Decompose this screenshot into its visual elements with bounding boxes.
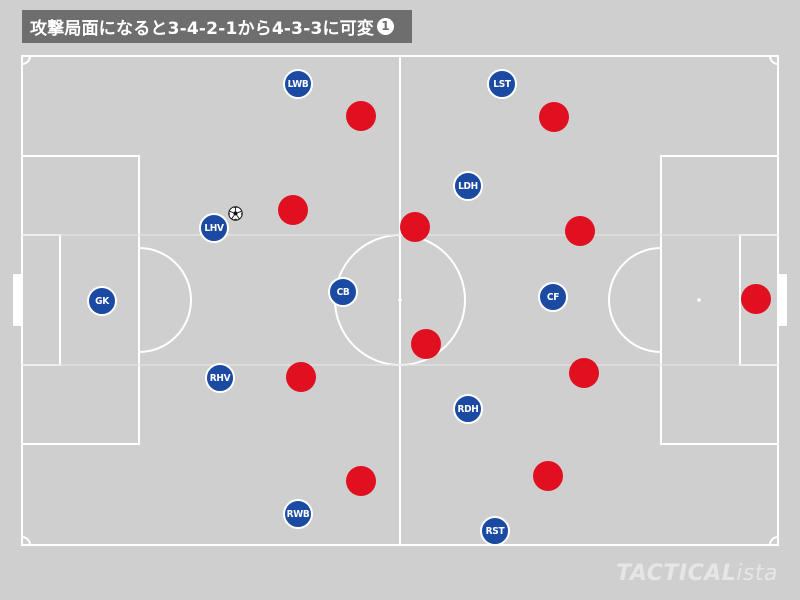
watermark-suffix: ista <box>736 561 778 586</box>
home-player-cf: CF <box>538 282 568 312</box>
left-goal-area <box>21 234 61 366</box>
left-penalty-arc <box>138 247 192 353</box>
opponent-player <box>411 329 441 359</box>
opponent-player <box>346 101 376 131</box>
soccer-ball-icon <box>228 206 243 221</box>
title-number-badge: 1 <box>377 18 395 35</box>
opponent-player <box>286 362 316 392</box>
opponent-player <box>569 358 599 388</box>
home-player-rwb: RWB <box>283 499 313 529</box>
home-player-ldh: LDH <box>453 171 483 201</box>
left-goal <box>13 274 22 326</box>
home-player-rst: RST <box>480 516 510 546</box>
corner-arc-br <box>769 536 779 546</box>
home-player-rhv: RHV <box>205 363 235 393</box>
opponent-player <box>565 216 595 246</box>
home-player-gk: GK <box>87 286 117 316</box>
diagram-title: 攻撃局面になると3-4-2-1から4-3-3に可変 1 <box>22 10 412 43</box>
corner-arc-bl <box>21 536 31 546</box>
watermark: TACTICALista <box>616 561 778 586</box>
home-player-lhv: LHV <box>199 213 229 243</box>
right-penalty-spot <box>697 298 701 302</box>
opponent-player <box>400 212 430 242</box>
home-player-lst: LST <box>487 69 517 99</box>
opponent-player <box>278 195 308 225</box>
opponent-player <box>539 102 569 132</box>
home-player-cb: CB <box>328 277 358 307</box>
home-player-rdh: RDH <box>453 394 483 424</box>
opponent-player <box>533 461 563 491</box>
opponent-player <box>741 284 771 314</box>
corner-arc-tl <box>21 55 31 65</box>
right-goal <box>778 274 787 326</box>
opponent-player <box>346 466 376 496</box>
title-text: 攻撃局面になると3-4-2-1から4-3-3に可変 <box>30 19 375 39</box>
center-spot <box>398 298 402 302</box>
right-penalty-arc <box>608 247 662 353</box>
corner-arc-tr <box>769 55 779 65</box>
home-player-lwb: LWB <box>283 69 313 99</box>
watermark-main: TACTICAL <box>616 561 737 586</box>
left-penalty-area <box>21 155 140 445</box>
